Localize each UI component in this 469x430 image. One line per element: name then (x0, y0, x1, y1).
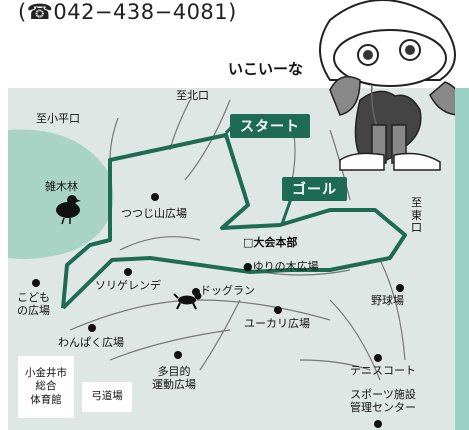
tennis-dot (374, 354, 382, 362)
facility-dots (32, 193, 404, 428)
wanpaku-dot (88, 324, 96, 332)
tennis-label: テニスコート (350, 364, 416, 377)
forest-area (8, 129, 114, 259)
mascot-name: いこいーな (228, 60, 304, 78)
east-gate-label: 至 東 口 (411, 196, 422, 235)
yukari-dot (274, 306, 282, 314)
phone-number: (☎042−438−4081) (18, 0, 237, 24)
sidebar-accent (455, 88, 469, 430)
sports-center-label: スポーツ施設 管理センター (350, 388, 416, 414)
yakyujo-dot (396, 284, 404, 292)
wanpaku-label: わんぱく広場 (58, 336, 124, 349)
archery-box: 弓道場 (82, 382, 132, 412)
mascot-illustration (319, 0, 462, 171)
sorigerende-dot (124, 268, 132, 276)
kodomo-label: こども の広場 (17, 291, 50, 317)
bird-icon (56, 195, 81, 225)
tsutsujiyama-label: つつじ山広場 (121, 207, 187, 220)
tamokuteki-dot (174, 351, 182, 359)
start-label: スタート (230, 114, 310, 138)
yukari-label: ユーカリ広場 (244, 317, 310, 330)
zokibayashi-label: 雑木林 (45, 180, 78, 193)
kodaira-gate-label: 至小平口 (36, 112, 80, 125)
walking-route (61, 133, 407, 310)
kodomo-dot (32, 279, 40, 287)
tsutsujiyama-dot (151, 193, 159, 201)
sports-center-dot (374, 420, 382, 428)
tamokuteki-label: 多目的 運動広場 (152, 365, 196, 391)
sorigerende-label: ソリゲレンデ (95, 279, 161, 292)
yurinoki-label: ●ゆりの木広場 (243, 260, 319, 273)
dogrun-label: ドッグラン (200, 284, 255, 297)
yakyujo-label: 野球場 (371, 294, 404, 307)
dog-icon (173, 292, 202, 310)
gymnasium-box: 小金井市 総合 体育館 (18, 356, 74, 418)
honbu-label: □大会本部 (243, 236, 298, 249)
north-gate-label: 至北口 (176, 89, 209, 102)
goal-label: ゴール (282, 177, 347, 201)
